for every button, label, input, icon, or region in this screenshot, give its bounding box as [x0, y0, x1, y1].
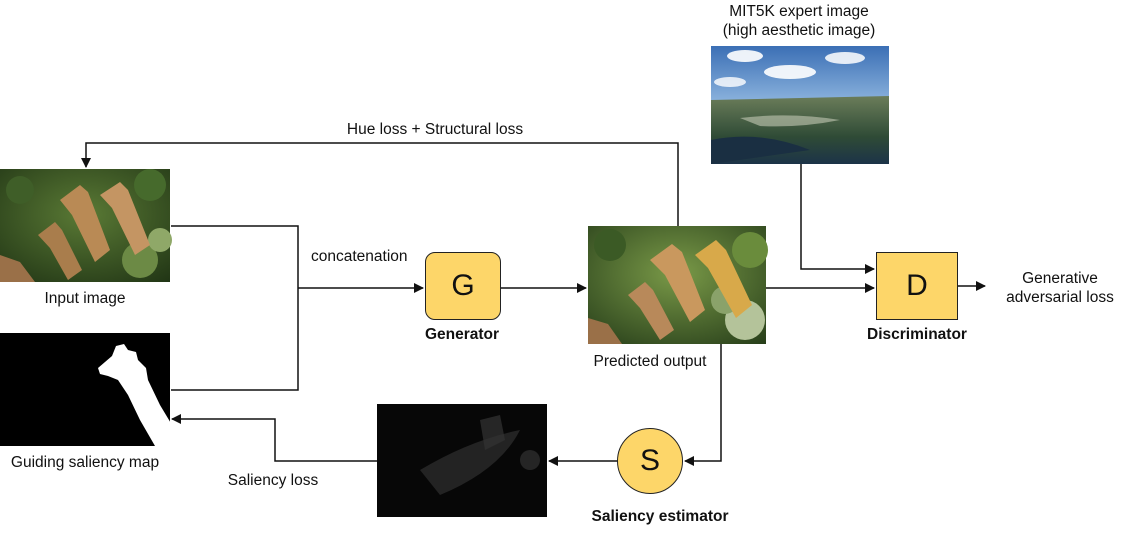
mit5k-label-line2: (high aesthetic image): [722, 22, 876, 39]
input-image-label: Input image: [44, 290, 126, 307]
mit5k-label-line1: MIT5K expert image: [729, 3, 869, 20]
connectors: [81, 142, 986, 466]
saliency-estimate-image: [377, 404, 547, 517]
saliency-estimator-node: S: [617, 428, 683, 494]
generator-node: G: [425, 252, 501, 320]
concatenation-label: concatenation: [311, 248, 408, 265]
saliency-estimator-caption: Saliency estimator: [591, 508, 729, 525]
guiding-saliency-map-label: Guiding saliency map: [10, 454, 160, 471]
guiding-saliency-map: [0, 333, 172, 446]
predicted-output-image: [588, 226, 768, 344]
hue-structural-loss-label: Hue loss + Structural loss: [346, 121, 524, 138]
generator-symbol: G: [451, 269, 475, 302]
saliency-loss-label: Saliency loss: [227, 472, 319, 489]
generative-adversarial-loss-line1: Generative: [1022, 270, 1098, 287]
input-image: [0, 169, 172, 282]
saliency-estimator-symbol: S: [639, 444, 660, 477]
mit5k-expert-image: [711, 46, 889, 164]
discriminator-node: D: [876, 252, 958, 320]
generative-adversarial-loss-line2: adversarial loss: [1006, 289, 1114, 306]
discriminator-caption: Discriminator: [867, 326, 967, 343]
discriminator-symbol: D: [906, 269, 928, 302]
generator-caption: Generator: [424, 326, 500, 343]
predicted-output-label: Predicted output: [593, 353, 707, 370]
